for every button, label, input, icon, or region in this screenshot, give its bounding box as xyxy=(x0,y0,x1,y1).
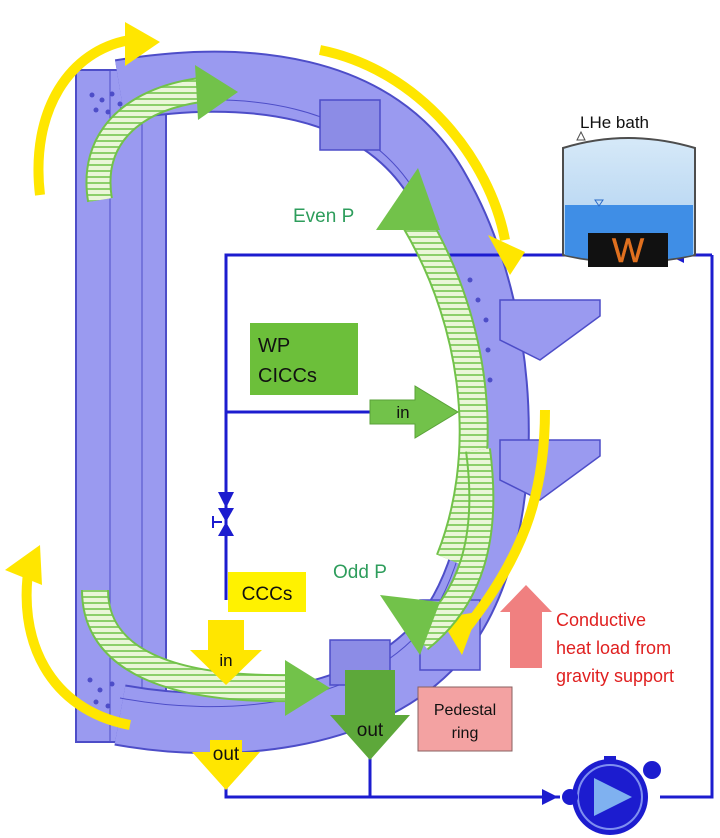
even-p-label: Even P xyxy=(293,206,354,227)
ccc-flow-arrows xyxy=(190,620,262,790)
pedestal-label-line2: ring xyxy=(452,725,479,742)
pump-icon xyxy=(562,756,661,835)
conductive-label-line3: gravity support xyxy=(556,666,674,686)
odd-p-label: Odd P xyxy=(333,562,387,583)
valve-icon xyxy=(212,508,234,536)
out-yellow-label: out xyxy=(213,744,240,765)
heat-flow-arrows xyxy=(5,22,550,730)
cccs-label: CCCs xyxy=(242,584,293,605)
wp-box xyxy=(250,323,358,395)
flow-arrow-icon xyxy=(218,492,234,508)
coolant-flow-arrows xyxy=(81,65,495,760)
conductive-label-line1: Conductive xyxy=(556,610,646,630)
coolant-pipes xyxy=(224,253,714,799)
wp-label-line2: CICCs xyxy=(258,365,317,387)
in-left-label: in xyxy=(219,651,232,670)
in-right-label: in xyxy=(396,403,409,422)
heater-symbol: W xyxy=(612,232,644,270)
ccc-box xyxy=(228,572,306,612)
wp-label-line1: WP xyxy=(258,335,290,357)
flow-arrow-icon xyxy=(542,789,558,805)
pedestal-ring-box xyxy=(417,686,513,752)
out-green-label: out xyxy=(357,720,384,741)
lhe-bath-label: LHe bath xyxy=(580,113,649,132)
conductive-label-line2: heat load from xyxy=(556,638,671,658)
lhe-bath: W LHe bath xyxy=(562,113,696,270)
pedestal-label-line1: Pedestal xyxy=(434,702,496,719)
heat-load-arrow-icon xyxy=(500,585,552,668)
